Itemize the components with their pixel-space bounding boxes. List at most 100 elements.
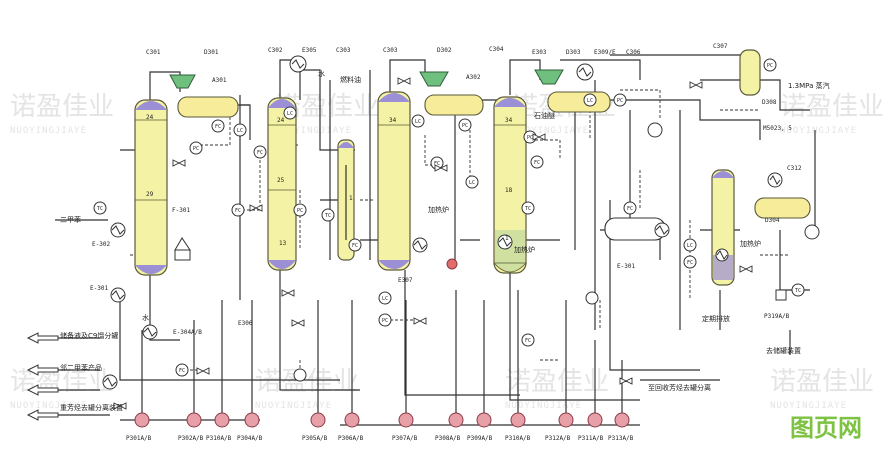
tray-label: 25 [277,177,285,184]
svg-text:FC: FC [235,208,241,214]
watermark-text: 诺盈佳业 [505,367,609,397]
svg-text:E-302: E-302 [92,241,110,248]
svg-text:FC: FC [627,206,633,212]
watermark-sub: NUOYINGJIAYE [275,126,352,136]
svg-text:加热炉: 加热炉 [428,205,449,214]
condenser [289,55,783,188]
watermark: 诺盈佳业 NUOYINGJIAYE 诺盈佳业 NUOYINGJIAYE 诺盈佳业… [10,92,884,411]
drum-d304 [754,197,811,219]
watermark-text: 诺盈佳业 [255,367,359,397]
instrument-fc: FC [175,363,189,377]
valves [113,77,753,410]
reflux-drum-d301 [177,96,239,118]
svg-text:FC: FC [434,161,440,167]
watermark-sub: NUOYINGJIAYE [780,126,857,136]
svg-text:FC: FC [534,160,540,166]
instrument-pc: PC [458,118,472,132]
svg-text:1: 1 [349,195,353,202]
svg-text:LC: LC [382,296,388,302]
pump-icon [214,412,230,428]
tray-label: 34 [389,117,397,124]
svg-text:PC: PC [527,135,533,141]
watermark-sub: NUOYINGJIAYE [505,401,582,411]
watermark-text: 诺盈佳业 [10,367,114,397]
tray-label: 18 [505,187,513,194]
instrument-lc: LC [283,106,297,120]
svg-text:E307: E307 [398,277,413,284]
reflux-drum-d302 [424,94,484,116]
instrument-fc: FC [430,156,444,170]
svg-text:邻二甲苯产品: 邻二甲苯产品 [60,363,102,372]
svg-text:C304: C304 [489,46,504,53]
instrument-tc: TC [791,283,805,297]
svg-text:E-301: E-301 [617,263,635,270]
arrow-left-icon [26,384,59,396]
svg-text:FC: FC [179,368,185,374]
svg-text:D304: D304 [765,217,780,224]
svg-text:LC: LC [587,98,593,104]
svg-text:1: 1 [505,235,509,242]
svg-text:去储罐装置: 去储罐装置 [766,346,801,355]
instrument-fc: FC [348,238,362,252]
svg-text:储备液及C9馏分罐: 储备液及C9馏分罐 [60,331,118,340]
svg-text:定期排放: 定期排放 [702,314,730,323]
svg-text:P306A/B: P306A/B [338,435,364,442]
svg-text:水: 水 [142,313,149,322]
column-c301: 24 29 [134,99,168,276]
instrument-fc: FC [530,155,544,169]
svg-text:PC: PC [767,63,773,69]
svg-text:PC: PC [617,98,623,104]
instrument-pc: PC [189,141,203,155]
svg-text:P309A/B: P309A/B [467,435,493,442]
watermark-sub: NUOYINGJIAYE [770,401,847,411]
arrow-left-icon [26,332,59,344]
svg-text:P311A/B: P311A/B [578,435,604,442]
svg-text:LC: LC [415,119,421,125]
svg-text:P304A/B: P304A/B [237,435,263,442]
svg-text:A302: A302 [466,74,481,81]
svg-text:E-304A/B: E-304A/B [173,329,202,336]
instrument-pc: PC [293,203,307,217]
pump-icon [310,412,326,428]
pump-icon [476,412,492,428]
svg-text:TC: TC [325,213,331,219]
watermark-sub: NUOYINGJIAYE [10,401,87,411]
pump-icon [587,412,603,428]
svg-text:C306: C306 [626,49,641,56]
instrument-fc: FC [253,145,267,159]
tray-label: 29 [146,191,154,198]
svg-text:A301: A301 [212,77,227,84]
arrow-left-icon [26,364,59,376]
svg-text:P313A/B: P313A/B [608,435,634,442]
svg-text:PC: PC [297,208,303,214]
svg-text:C301: C301 [146,49,161,56]
column-c302: 24 25 [267,97,297,271]
svg-text:FC: FC [687,260,693,266]
svg-text:P310A/B: P310A/B [505,435,531,442]
pump-icon [510,412,526,428]
process-lines [40,54,816,426]
pumps [134,412,630,428]
instrument-tc: TC [321,208,335,222]
svg-text:燃料油: 燃料油 [340,75,361,84]
tray-label: 24 [146,114,154,121]
instrument-lc: LC [233,123,247,137]
instrument-fc: FC [231,203,245,217]
instrument-pc: PC [378,313,392,327]
svg-text:LC: LC [469,180,475,186]
svg-text:P308A/B: P308A/B [435,435,461,442]
tray-label: 34 [505,117,513,124]
pump-icon [186,412,202,428]
svg-text:加热炉: 加热炉 [514,245,535,254]
svg-text:P305A/B: P305A/B [302,435,328,442]
svg-text:C312: C312 [787,165,802,172]
svg-text:D302: D302 [437,47,452,54]
svg-text:D308: D308 [762,99,777,106]
furnace-f301 [174,237,191,261]
svg-text:E305: E305 [302,47,317,54]
svg-text:C302: C302 [268,47,283,54]
pump-icon [134,412,150,428]
watermark-sub: NUOYINGJIAYE [512,126,589,136]
instrument-fc: FC [623,201,637,215]
instrument-fc: FC [683,255,697,269]
